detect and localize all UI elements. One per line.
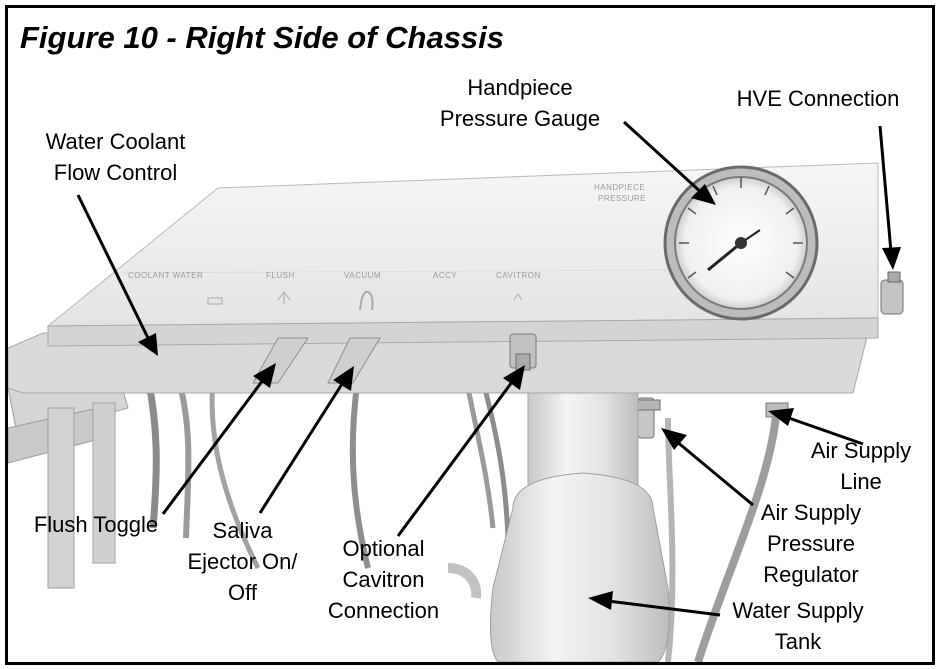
arrow-handpiece-gauge: [622, 120, 716, 205]
chassis-photo: COOLANT WATER FLUSH VACUUM ACCY CAVITRON…: [8, 120, 904, 662]
hve-fitting: [880, 271, 904, 315]
chassis-lower-shelf: [8, 332, 869, 394]
panel-label-coolant: COOLANT WATER: [128, 271, 203, 280]
panel-label-cavitron: CAVITRON: [496, 271, 541, 280]
arrow-water-coolant: [76, 194, 158, 356]
pressure-gauge: [663, 165, 819, 321]
panel-labels: COOLANT WATER FLUSH VACUUM ACCY CAVITRON…: [128, 183, 646, 311]
panel-label-vacuum: VACUUM: [344, 271, 381, 280]
arrow-water-tank: [588, 591, 721, 617]
arrow-cavitron: [396, 365, 525, 537]
label-handpiece-gauge: Handpiece Pressure Gauge: [439, 75, 601, 131]
figure-frame: COOLANT WATER FLUSH VACUUM ACCY CAVITRON…: [5, 5, 935, 665]
panel-label-flush: FLUSH: [266, 271, 295, 280]
label-air-supply-line: Air Supply Line: [810, 438, 912, 494]
label-water-tank: Water Supply Tank: [732, 598, 864, 654]
arrow-regulator: [661, 428, 754, 507]
gauge-plate-line1: HANDPIECE: [594, 183, 645, 192]
arrow-hve: [878, 125, 901, 270]
arrow-air-line: [768, 408, 864, 446]
handpiece-holders: [8, 373, 511, 589]
label-water-coolant: Water Coolant Flow Control: [45, 129, 186, 185]
water-tank: [447, 392, 670, 662]
label-flush-toggle: Flush Toggle: [33, 512, 159, 537]
arrow-flush-toggle: [161, 363, 276, 515]
label-air-regulator: Air Supply Pressure Regulator: [760, 500, 862, 587]
label-saliva-ejector: Saliva Ejector On/ Off: [187, 518, 298, 605]
gauge-plate-line2: PRESSURE: [598, 194, 646, 203]
callout-arrows: [76, 120, 901, 617]
arrow-saliva-ejector: [258, 366, 354, 514]
chassis-box: [46, 162, 879, 347]
figure-title: Figure 10 - Right Side of Chassis: [20, 20, 505, 55]
label-hve-connection: HVE Connection: [736, 86, 900, 111]
label-cavitron: Optional Cavitron Connection: [327, 536, 440, 623]
panel-label-accy: ACCY: [433, 271, 457, 280]
